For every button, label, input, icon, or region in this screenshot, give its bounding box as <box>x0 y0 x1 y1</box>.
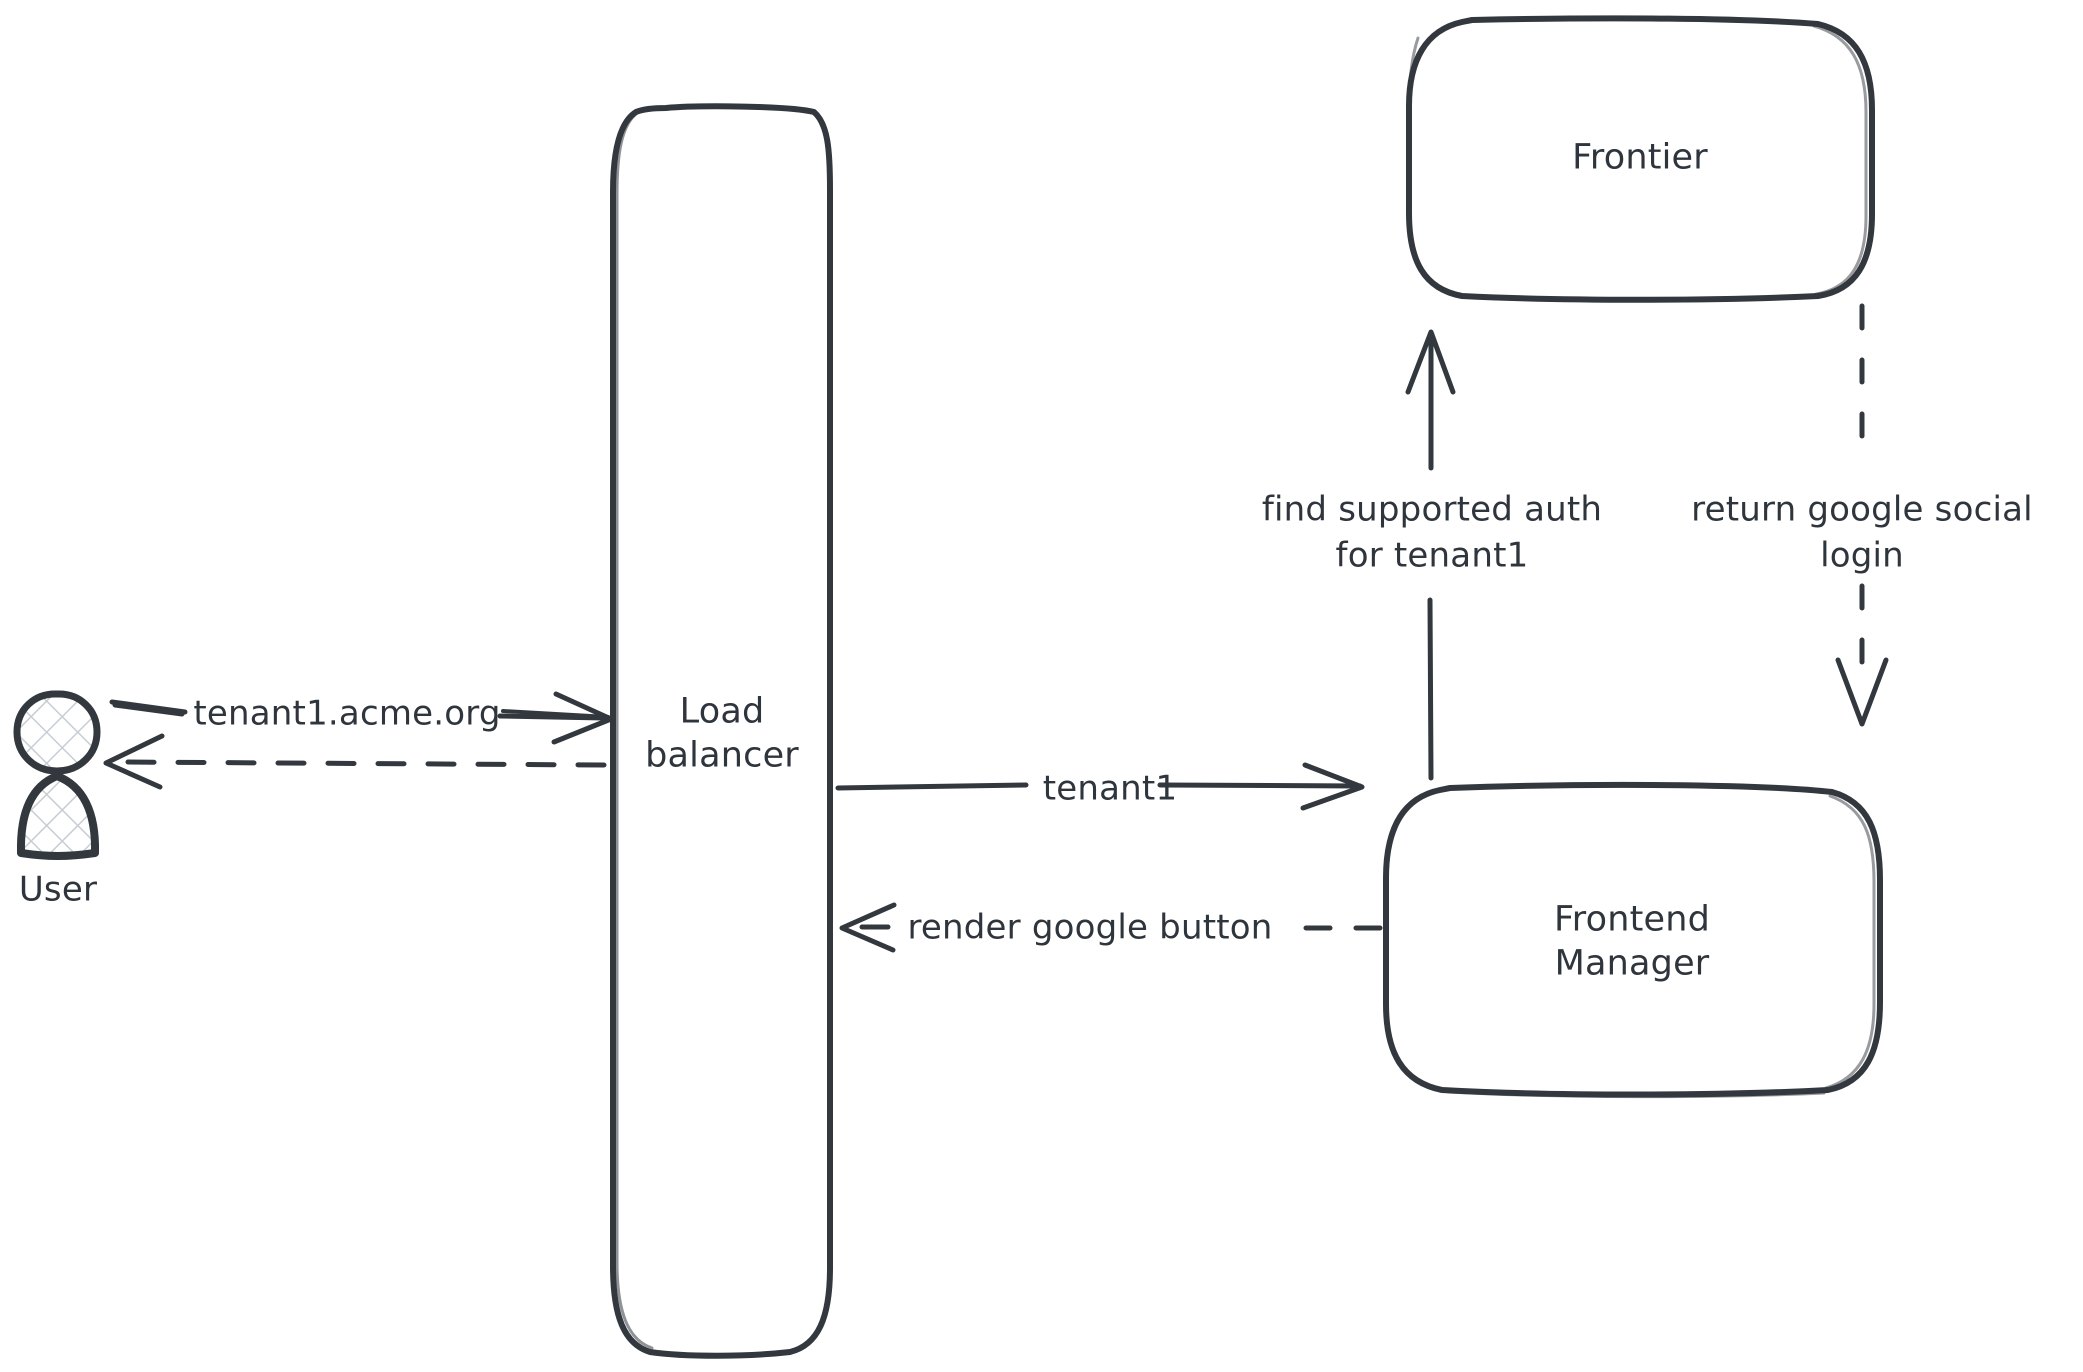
frontend-manager-shape[interactable] <box>1383 781 1883 1099</box>
edge-frontend-manager-to-load-balancer <box>839 902 1383 953</box>
edge-load-balancer-to-user <box>103 733 607 790</box>
edge-load-balancer-to-frontend-manager <box>835 762 1365 811</box>
edge-frontend-manager-to-frontier <box>1405 329 1456 781</box>
load-balancer-shape[interactable] <box>610 103 833 1359</box>
edge-user-to-load-balancer <box>109 691 614 745</box>
user-actor-icon <box>13 690 101 860</box>
frontier-shape[interactable] <box>1406 15 1875 303</box>
edge-frontier-to-frontend-manager <box>1835 303 1889 727</box>
